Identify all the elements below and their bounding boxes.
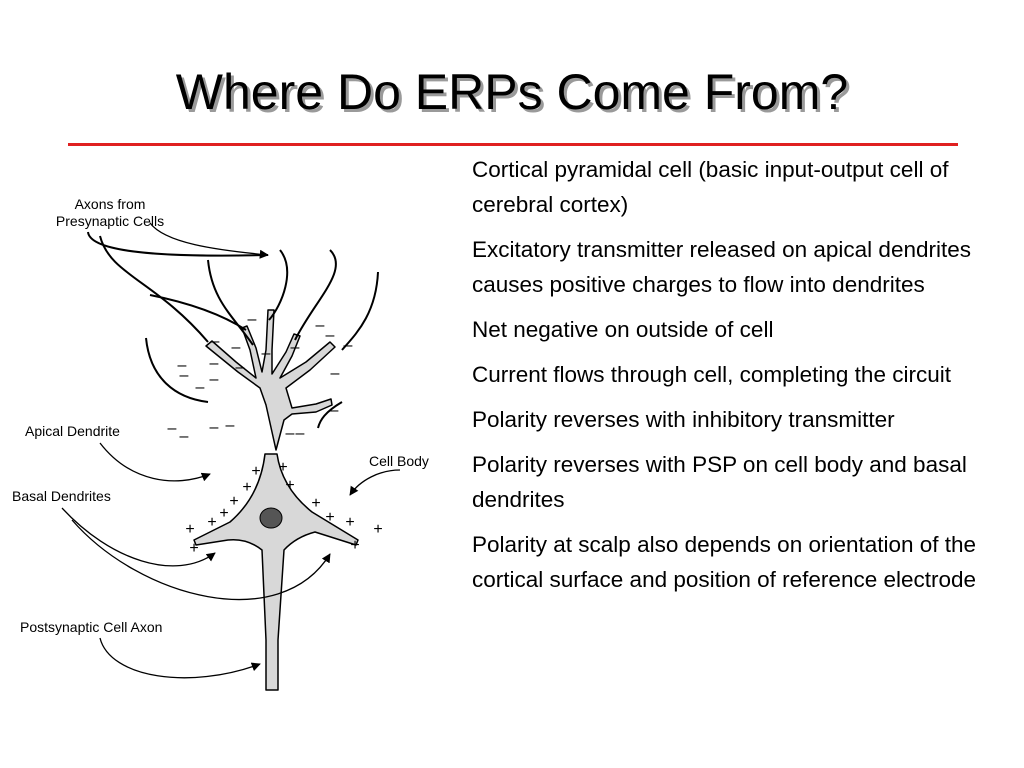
bullet-item: Polarity at scalp also depends on orient…	[472, 532, 977, 592]
label-cell-body: Cell Body	[369, 453, 429, 469]
negative-charge-sign: –	[286, 425, 295, 442]
negative-charge-sign: –	[210, 355, 219, 372]
negative-charge-sign: –	[236, 359, 245, 376]
positive-charge-sign: +	[229, 493, 238, 510]
label-postsynaptic-axon: Postsynaptic Cell Axon	[20, 619, 162, 635]
negative-charge-sign: –	[248, 311, 257, 328]
bullet-item: Cortical pyramidal cell (basic input-out…	[472, 157, 949, 217]
positive-charge-sign: +	[345, 514, 354, 531]
positive-charge-sign: +	[350, 537, 359, 554]
bullet-item: Current flows through cell, completing t…	[472, 362, 951, 387]
bullet-item: Excitatory transmitter released on apica…	[472, 237, 971, 297]
negative-charge-sign: –	[291, 339, 300, 356]
positive-charge-sign: +	[311, 495, 320, 512]
label-axons-line2: Presynaptic Cells	[56, 213, 164, 229]
negative-charge-sign: –	[226, 417, 235, 434]
negative-charges: ––––––––––––––––––––––	[168, 311, 353, 445]
bullet-item: Polarity reverses with PSP on cell body …	[472, 452, 967, 512]
negative-charge-sign: –	[180, 367, 189, 384]
presynaptic-axons	[87, 231, 379, 429]
negative-charge-sign: –	[330, 402, 339, 419]
positive-charge-sign: +	[219, 505, 228, 522]
title-divider	[68, 143, 958, 146]
positive-charge-sign: +	[189, 540, 198, 557]
negative-charge-sign: –	[210, 371, 219, 388]
bullet-list: Cortical pyramidal cell (basic input-out…	[472, 152, 1012, 607]
negative-charge-sign: –	[196, 379, 205, 396]
positive-charge-sign: +	[251, 463, 260, 480]
label-axons-line1: Axons from	[75, 196, 146, 212]
negative-charge-sign: –	[331, 365, 340, 382]
negative-charge-sign: –	[211, 333, 220, 350]
negative-charge-sign: –	[168, 420, 177, 437]
label-apical-dendrite: Apical Dendrite	[25, 423, 120, 439]
cell-body	[193, 453, 359, 691]
positive-charge-sign: +	[325, 509, 334, 526]
positive-charge-sign: +	[285, 477, 294, 494]
positive-charge-sign: +	[373, 521, 382, 538]
negative-charge-sign: –	[232, 339, 241, 356]
positive-charges: ++++++++++++++	[185, 459, 382, 557]
label-arrows	[61, 222, 401, 679]
negative-charge-sign: –	[316, 317, 325, 334]
negative-charge-sign: –	[180, 428, 189, 445]
negative-charge-sign: –	[178, 357, 187, 374]
negative-charge-sign: –	[326, 327, 335, 344]
bullet-item: Polarity reverses with inhibitory transm…	[472, 407, 895, 432]
nucleus	[259, 507, 283, 529]
negative-charge-sign: –	[262, 345, 271, 362]
negative-charge-sign: –	[210, 419, 219, 436]
positive-charge-sign: +	[207, 514, 216, 531]
apical-dendrite-tree	[205, 309, 336, 451]
positive-charge-sign: +	[185, 521, 194, 538]
negative-charge-sign: –	[344, 337, 353, 354]
pyramidal-cell	[193, 309, 359, 691]
positive-charge-sign: +	[242, 479, 251, 496]
bullet-item: Net negative on outside of cell	[472, 317, 774, 342]
neuron-diagram: Axons from Presynaptic Cells Apical Dend…	[0, 150, 460, 710]
positive-charge-sign: +	[278, 459, 287, 476]
diagram-labels: Axons from Presynaptic Cells Apical Dend…	[12, 196, 429, 635]
label-basal-dendrites: Basal Dendrites	[12, 488, 111, 504]
slide-title: Where Do ERPs Come From?	[175, 64, 849, 120]
negative-charge-sign: –	[296, 425, 305, 442]
